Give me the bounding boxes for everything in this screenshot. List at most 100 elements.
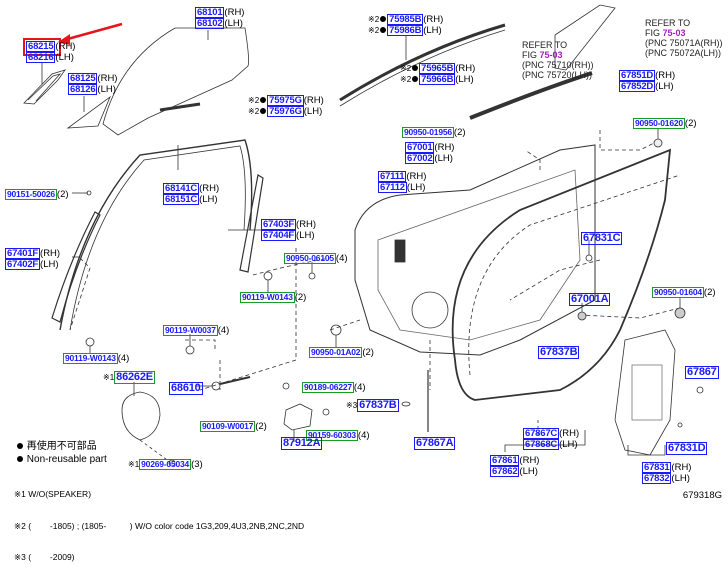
part-qualifier: (3)	[191, 459, 203, 470]
non-reusable-bullet-icon	[412, 76, 419, 83]
refer-pnc: (PNC 75720(LH))	[522, 70, 593, 80]
part-number-link[interactable]: 90109-W0017	[200, 421, 256, 432]
part-number-link[interactable]: 67851D	[619, 70, 656, 81]
part-label-group: 90950-01604(2)	[652, 287, 716, 298]
part-number-link[interactable]: 67837B	[538, 346, 580, 359]
part-number-link[interactable]: 67001	[405, 142, 435, 153]
part-number-link[interactable]: 67867A	[414, 437, 456, 450]
part-number-link[interactable]: 68126	[68, 84, 98, 95]
part-number-link[interactable]: 67404F	[261, 230, 297, 241]
part-label-row: 68125(RH)	[68, 73, 117, 84]
refer-fig[interactable]: FIG 75-03	[522, 50, 594, 60]
footnote: ※1 W/O(SPEAKER)	[14, 489, 92, 499]
part-qualifier: (RH)	[224, 7, 245, 18]
part-number-link[interactable]: 67867	[685, 366, 719, 379]
part-number-link[interactable]: 67862	[490, 466, 520, 477]
part-label-row: 68151C(LH)	[163, 194, 219, 205]
part-number-link[interactable]: 67112	[378, 182, 407, 193]
part-number-link[interactable]: 67861	[490, 455, 520, 466]
screw-icon	[168, 459, 176, 467]
part-number-link[interactable]: 90189-06227	[302, 382, 354, 393]
part-qualifier: (4)	[117, 353, 130, 364]
part-label-group: 90119-W0143(2)	[240, 292, 306, 303]
part-number-link[interactable]: 90151-50026	[5, 189, 57, 200]
part-qualifier: (LH)	[671, 473, 690, 484]
part-number-link[interactable]: 67868C	[523, 439, 560, 450]
part-label-row: 67851D(RH)	[619, 70, 675, 81]
fig-link[interactable]: 75-03	[662, 28, 686, 38]
part-number-link[interactable]: 67401F	[5, 248, 41, 259]
non-reusable-bullet-icon	[380, 27, 387, 34]
part-number-link[interactable]: 67831D	[666, 442, 708, 455]
part-number-link[interactable]: 90950-01956	[402, 127, 454, 138]
part-number-link[interactable]: 75976G	[267, 106, 304, 117]
clip-icon	[696, 386, 704, 394]
part-number-link[interactable]: 68102	[195, 18, 225, 29]
door-panel	[354, 144, 596, 356]
part-number-link[interactable]: 90119-W0143	[240, 292, 295, 303]
part-label-row: 90950-01A02(2)	[309, 347, 374, 358]
part-number-link[interactable]: 90950-01A02	[309, 347, 363, 358]
part-number-link[interactable]: 68125	[68, 73, 98, 84]
part-number-link[interactable]: 67831	[642, 462, 672, 473]
part-number-link[interactable]: 75975G	[267, 95, 304, 106]
part-number-link[interactable]: 87912A	[281, 437, 323, 450]
part-number-link[interactable]: 68141C	[163, 183, 200, 194]
part-number-link[interactable]: 68215	[26, 41, 56, 52]
part-qualifier: (LH)	[40, 259, 59, 270]
figure-number: 679318G	[682, 490, 722, 501]
part-label-group: 67401F(RH)67402F(LH)	[5, 248, 60, 270]
part-number-link[interactable]: 68101	[195, 7, 225, 18]
part-label-group: 67851D(RH)67852D(LH)	[619, 70, 675, 92]
part-number-link[interactable]: 67001A	[569, 293, 611, 306]
part-qualifier: (LH)	[519, 466, 538, 477]
part-number-link[interactable]: 68216	[26, 52, 56, 63]
part-number-link[interactable]: 75985B	[387, 14, 424, 25]
part-number-link[interactable]: 68151C	[163, 194, 200, 205]
part-number-link[interactable]: 75965B	[419, 63, 456, 74]
part-number-link[interactable]: 90950-01620	[633, 118, 685, 129]
part-label-row: 67852D(LH)	[619, 81, 675, 92]
part-number-link[interactable]: 75986B	[387, 25, 424, 36]
part-number-link[interactable]: 68610	[169, 382, 203, 395]
part-number-link[interactable]: 90119-W0037	[163, 325, 218, 336]
part-number-link[interactable]: 67832	[642, 473, 672, 484]
part-label-group: 90950-01620(2)	[633, 118, 697, 129]
part-number-link[interactable]: 67852D	[619, 81, 656, 92]
part-number-link[interactable]: 67831C	[581, 232, 623, 245]
part-number-link[interactable]: 86262E	[114, 371, 155, 384]
part-label-group: 67867A	[414, 437, 456, 450]
part-number-link[interactable]: 75966B	[419, 74, 456, 85]
part-label-group: 67837B	[538, 346, 580, 359]
outer-moulding	[339, 23, 506, 102]
part-label-group: 90950-01A02(2)	[309, 347, 374, 358]
bullet-icon	[17, 456, 23, 463]
part-qualifier: (4)	[335, 253, 348, 264]
part-qualifier: (LH)	[455, 74, 474, 85]
part-number-link[interactable]: 90950-01604	[652, 287, 704, 298]
part-number-link[interactable]: 67837B	[357, 399, 399, 412]
part-label-group: 67867	[685, 366, 719, 379]
part-number-link[interactable]: 90269-05034	[139, 459, 192, 470]
part-label-row: 67861(RH)	[490, 455, 539, 466]
refer-fig[interactable]: FIG 75-03	[645, 28, 723, 38]
part-number-link[interactable]: 67867C	[523, 428, 560, 439]
part-number-link[interactable]: 67403F	[261, 219, 297, 230]
fig-link[interactable]: 75-03	[539, 50, 563, 60]
part-number-link[interactable]: 90950-06105	[284, 253, 336, 264]
part-number-link[interactable]: 90159-60303	[306, 430, 358, 441]
part-label-group: 90119-W0037(4)	[163, 325, 229, 336]
plug-icon	[401, 401, 411, 407]
part-label-row: 67867A	[414, 437, 456, 450]
part-label-row: 68216(LH)	[26, 52, 75, 63]
part-number-link[interactable]: 67402F	[5, 259, 41, 270]
part-number-link[interactable]: 67111	[378, 171, 407, 182]
part-label-row: 90159-60303(4)	[306, 430, 370, 441]
part-number-link[interactable]: 90119-W0143	[63, 353, 118, 364]
part-number-link[interactable]: 67002	[405, 153, 435, 164]
refer-title: REFER TO	[522, 40, 568, 50]
part-label-group: 68215(RH)68216(LH)	[26, 41, 75, 63]
